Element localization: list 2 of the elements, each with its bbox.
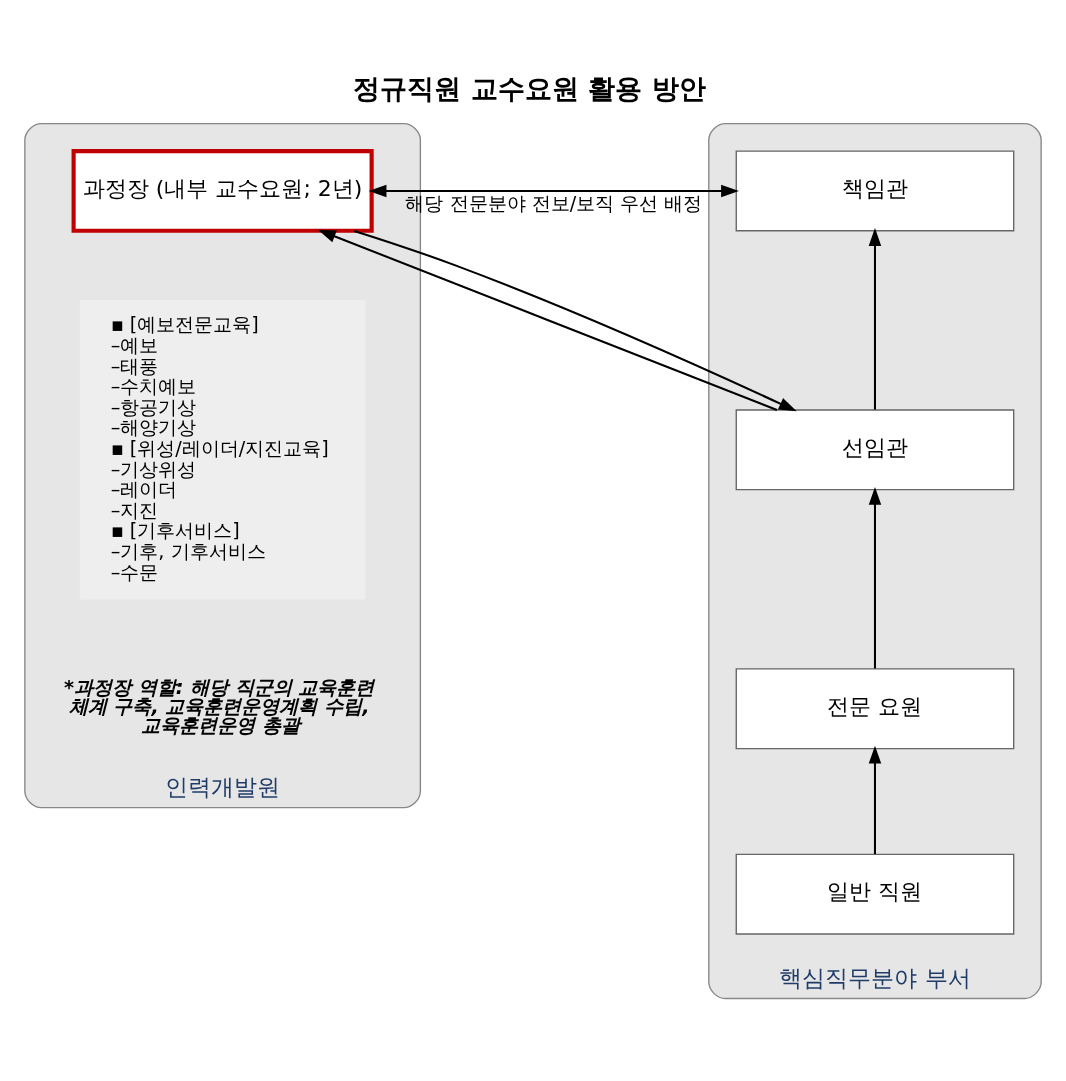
diagram-title: 정규직원 교수요원 활용 방안: [353, 72, 706, 104]
label: *과정장 역할: 해당 직군의 교육훈련 체계 구축, 교육훈련운영계획 수립, 교육훈련운영 총괄: [63, 675, 375, 738]
